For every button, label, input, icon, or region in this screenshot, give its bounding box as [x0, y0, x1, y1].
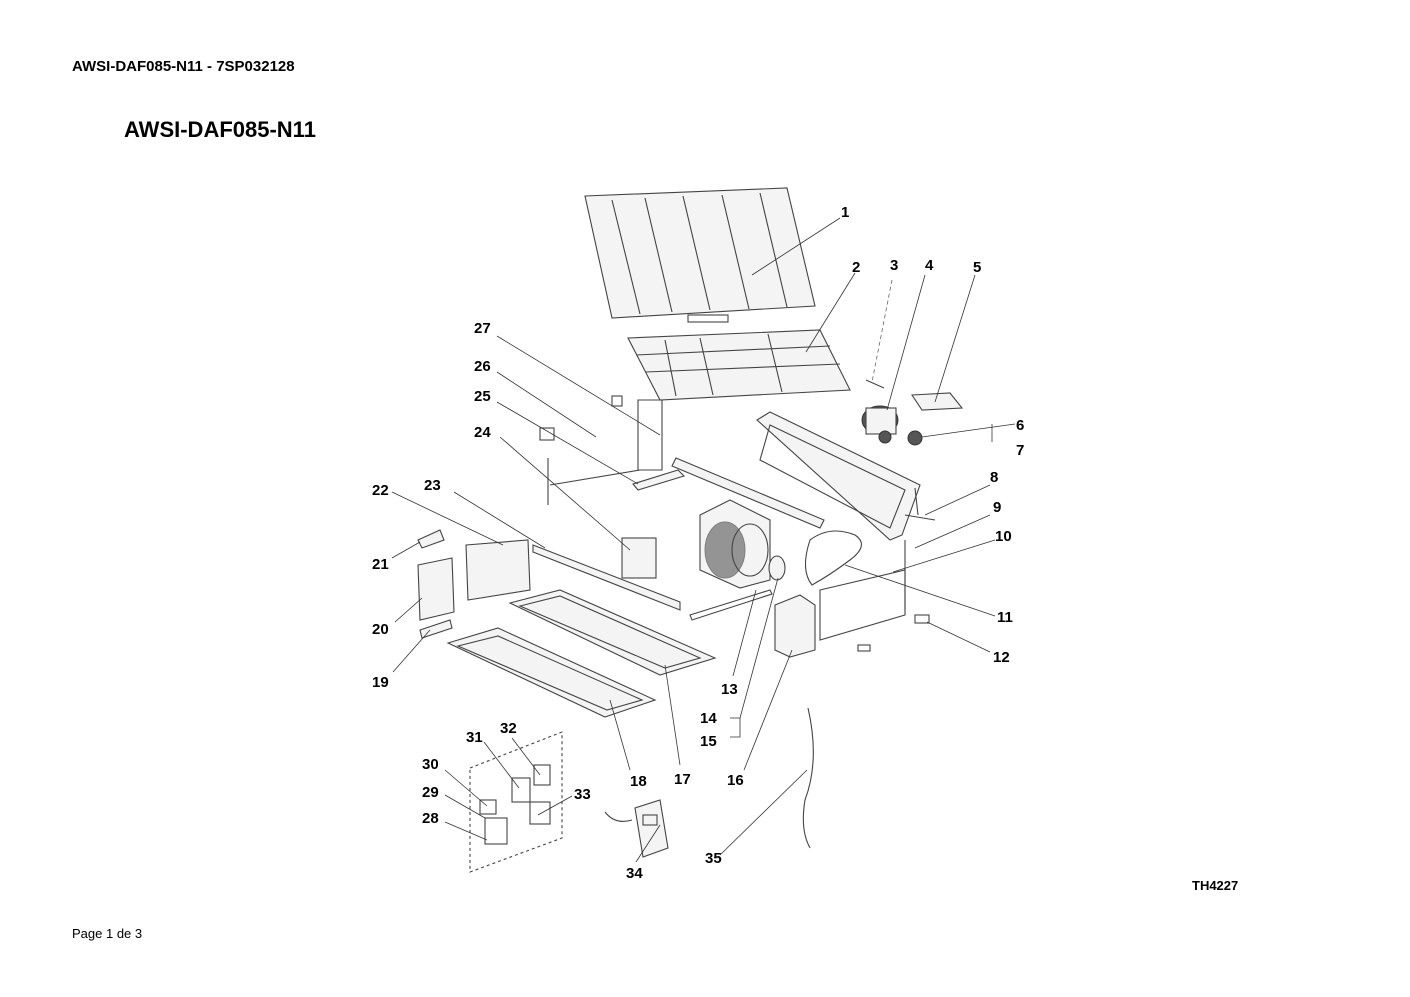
callout-35: 35	[705, 850, 722, 867]
callout-21: 21	[372, 556, 389, 573]
callout-29: 29	[422, 784, 439, 801]
leader-lines	[391, 217, 1016, 863]
document-header: AWSI-DAF085-N11 - 7SP032128	[72, 58, 295, 75]
callout-31: 31	[466, 729, 483, 746]
callout-30: 30	[422, 756, 439, 773]
part-motor	[861, 279, 964, 446]
callout-10: 10	[995, 528, 1012, 545]
callout-2: 2	[852, 259, 860, 276]
callout-24: 24	[474, 424, 491, 441]
callout-18: 18	[630, 773, 647, 790]
callout-6: 6	[1016, 417, 1024, 434]
part-frame	[611, 329, 851, 407]
callout-13: 13	[721, 681, 738, 698]
callout-1: 1	[841, 204, 849, 221]
part-rails	[465, 539, 773, 621]
part-control-board	[469, 731, 563, 873]
callout-3: 3	[890, 257, 898, 274]
part-cable	[802, 707, 814, 849]
callout-33: 33	[574, 786, 591, 803]
page-number: Page 1 de 3	[72, 926, 143, 941]
callout-34: 34	[626, 865, 643, 882]
callout-11: 11	[997, 609, 1013, 626]
callout-27: 27	[474, 320, 491, 337]
callout-28: 28	[422, 810, 439, 827]
callout-8: 8	[990, 469, 998, 486]
callout-14: 14	[700, 710, 717, 727]
callout-7: 7	[1016, 442, 1024, 459]
part-filter-trays	[446, 589, 717, 718]
callout-labels: 1 2 3 4 5 6 7 8 9 10 11 12 13 14 15 16 1…	[372, 204, 1024, 882]
part-thermostat	[604, 799, 669, 858]
callout-26: 26	[474, 358, 491, 375]
callout-9: 9	[993, 499, 1001, 516]
part-access-panel	[621, 537, 657, 579]
callout-32: 32	[500, 720, 517, 737]
callout-17: 17	[674, 771, 691, 788]
diagram-title: AWSI-DAF085-N11	[124, 117, 316, 142]
part-brackets	[417, 529, 455, 639]
callout-12: 12	[993, 649, 1010, 666]
part-top-cover	[584, 187, 816, 323]
callout-20: 20	[372, 621, 389, 638]
callout-5: 5	[973, 259, 981, 276]
callout-19: 19	[372, 674, 389, 691]
drawing-reference-code: TH4227	[1192, 878, 1239, 893]
callout-22: 22	[372, 482, 389, 499]
part-coil	[756, 411, 936, 541]
callout-23: 23	[424, 477, 441, 494]
part-base-panel	[774, 540, 930, 658]
callout-16: 16	[727, 772, 744, 789]
callout-25: 25	[474, 388, 491, 405]
callout-15: 15	[700, 733, 717, 750]
part-blower	[699, 499, 862, 589]
part-side-panels	[539, 399, 825, 529]
callout-4: 4	[925, 257, 934, 274]
